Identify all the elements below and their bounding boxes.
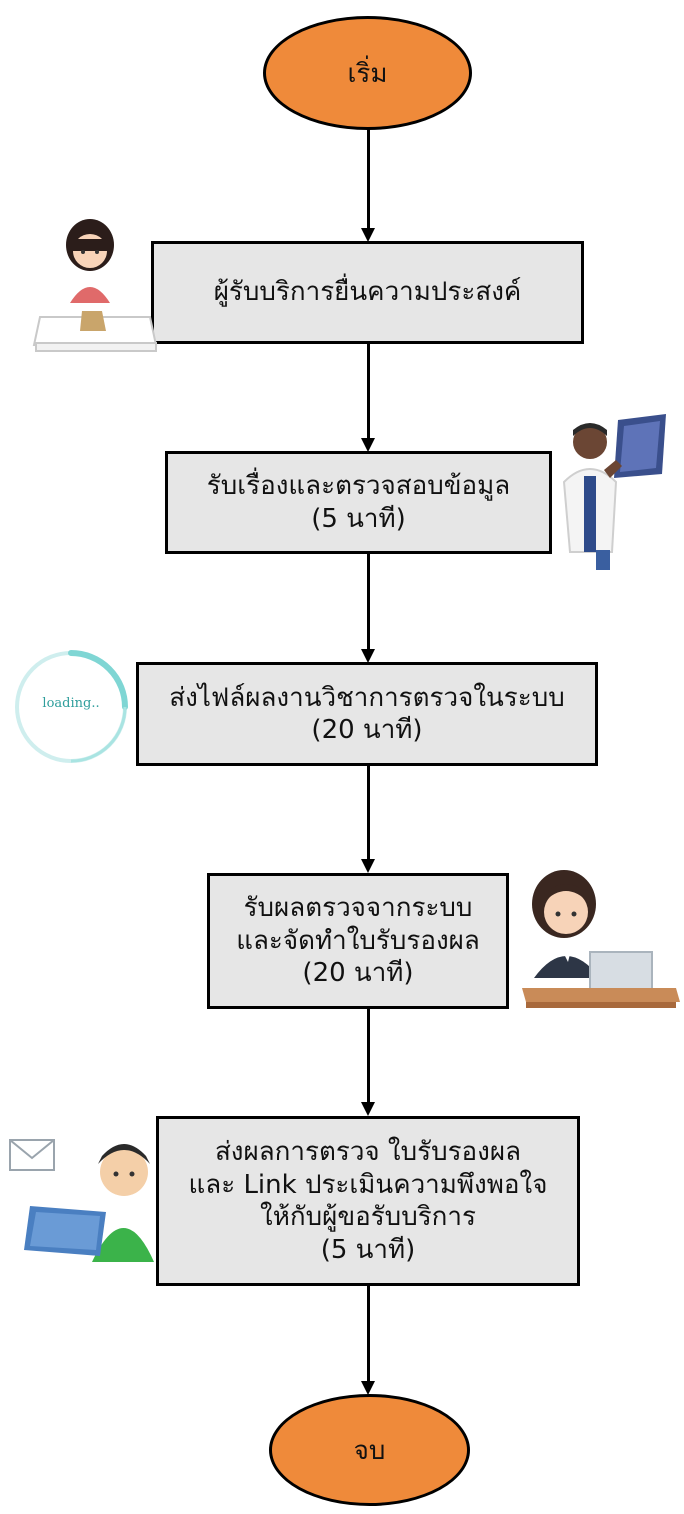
process-step-submit-request: ผู้รับบริการยื่นความประสงค์ [151, 241, 584, 344]
connector-line [367, 1008, 370, 1104]
start-terminal: เริ่ม [263, 16, 472, 130]
end-label: จบ [353, 1435, 386, 1466]
arrowhead [361, 228, 375, 242]
connector-line [367, 553, 370, 651]
step-text-line: และจัดทำใบรับรองผล [236, 925, 480, 956]
woman-laptop-icon [520, 866, 680, 1016]
process-step-send-file: ส่งไฟล์ผลงานวิชาการตรวจในระบบ (20 นาที) [136, 662, 598, 766]
arrowhead [361, 438, 375, 452]
man-laptop-mail-icon [6, 1130, 156, 1268]
doctor-xray-icon [556, 412, 674, 572]
process-step-receive-results: รับผลตรวจจากระบบ และจัดทำใบรับรองผล (20 … [207, 873, 509, 1009]
woman-at-desk-icon [30, 205, 160, 357]
step-text-line: รับเรื่องและตรวจสอบข้อมูล [206, 471, 511, 501]
step-duration: (20 นาที) [302, 958, 414, 989]
step-duration: (20 นาที) [311, 715, 423, 745]
step-duration: (5 นาที) [311, 503, 406, 534]
connector-line [367, 765, 370, 861]
process-step-send-results: ส่งผลการตรวจ ใบรับรองผล และ Link ประเมิน… [156, 1116, 580, 1286]
step-text-line: และ Link ประเมินความพึงพอใจ [188, 1169, 548, 1200]
arrowhead [361, 649, 375, 663]
step-text-line: ส่งผลการตรวจ ใบรับรองผล [214, 1137, 522, 1167]
arrowhead [361, 1102, 375, 1116]
step-text-line: รับผลตรวจจากระบบ [243, 893, 473, 924]
connector-line [367, 1285, 370, 1383]
loading-text: loading.. [42, 696, 100, 711]
end-terminal: จบ [269, 1394, 470, 1506]
step-text-line: ผู้รับบริการยื่นความประสงค์ [213, 277, 522, 308]
step-text-line: ส่งไฟล์ผลงานวิชาการตรวจในระบบ [169, 682, 565, 713]
arrowhead [361, 1381, 375, 1395]
start-label: เริ่ม [347, 58, 388, 89]
loading-icon: loading.. [12, 648, 130, 766]
connector-line [367, 343, 370, 440]
process-step-receive-and-check: รับเรื่องและตรวจสอบข้อมูล (5 นาที) [165, 451, 552, 554]
arrowhead [361, 859, 375, 873]
connector-line [367, 129, 370, 229]
step-text-line: ให้กับผู้ขอรับบริการ [260, 1202, 476, 1232]
step-duration: (5 นาที) [320, 1234, 416, 1265]
